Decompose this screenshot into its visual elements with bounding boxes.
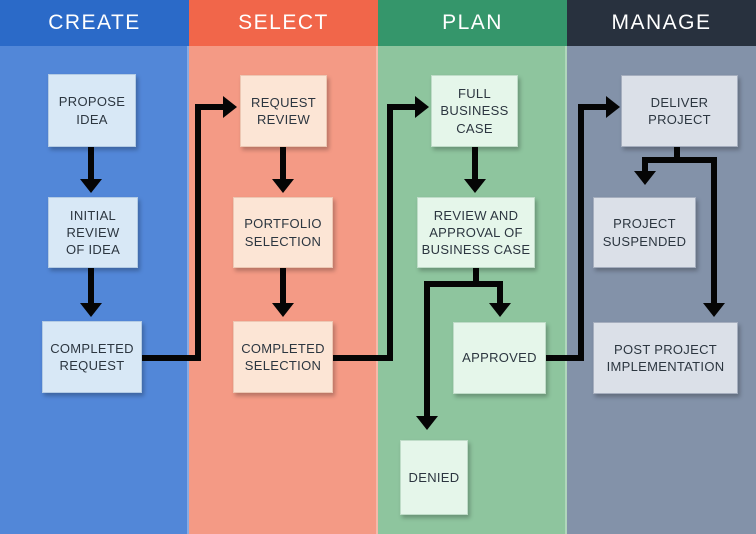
node-deliver-project: DELIVER PROJECT <box>621 75 738 147</box>
column-create-title: CREATE <box>48 11 141 34</box>
arrow-review-branch <box>424 281 503 287</box>
arrow-deliver-branch <box>674 147 680 163</box>
arrowhead-down-icon <box>703 303 725 317</box>
arrow-completed-selection-to-full-business-case <box>333 355 390 361</box>
column-select-title: SELECT <box>238 11 329 34</box>
node-full-business-case-label: FULL BUSINESS CASE <box>440 86 509 136</box>
arrow-propose-to-initial <box>88 147 94 179</box>
arrowhead-down-icon <box>464 179 486 193</box>
arrow-deliver-branch <box>642 157 717 163</box>
node-request-review: REQUEST REVIEW <box>240 75 327 147</box>
node-denied-label: DENIED <box>408 469 460 485</box>
node-initial-review-label: INITIAL REVIEW OF IDEA <box>65 207 121 258</box>
arrowhead-right-icon <box>415 96 429 118</box>
arrow-approved-to-deliver <box>584 104 606 110</box>
node-portfolio-selection-label: PORTFOLIO SELECTION <box>244 216 322 249</box>
arrow-approved-to-deliver <box>546 355 581 361</box>
arrow-deliver-to-suspended <box>642 157 648 171</box>
column-divider <box>565 46 567 534</box>
column-divider <box>187 46 189 534</box>
column-create-header: CREATE <box>0 0 189 46</box>
arrowhead-down-icon <box>272 179 294 193</box>
arrow-completed-request-to-request-review <box>195 104 201 361</box>
node-completed-request-label: COMPLETED REQUEST <box>50 340 134 373</box>
arrow-review-branch <box>473 268 479 287</box>
arrowhead-right-icon <box>223 96 237 118</box>
arrow-review-to-approved <box>497 281 503 303</box>
node-completed-request: COMPLETED REQUEST <box>42 321 142 393</box>
node-project-suspended: PROJECT SUSPENDED <box>593 197 696 268</box>
arrow-completed-selection-to-full-business-case <box>393 104 415 110</box>
arrowhead-down-icon <box>80 179 102 193</box>
node-propose-idea-label: PROPOSE IDEA <box>58 94 126 127</box>
arrow-approved-to-deliver <box>578 104 584 361</box>
arrowhead-down-icon <box>489 303 511 317</box>
node-propose-idea: PROPOSE IDEA <box>48 74 136 147</box>
node-portfolio-selection: PORTFOLIO SELECTION <box>233 197 333 268</box>
node-approved-label: APPROVED <box>462 350 537 366</box>
column-plan-header: PLAN <box>378 0 567 46</box>
node-post-project: POST PROJECT IMPLEMENTATION <box>593 322 738 394</box>
column-select-header: SELECT <box>189 0 378 46</box>
arrow-completed-request-to-request-review <box>201 104 223 110</box>
arrow-initial-to-completed-request <box>88 268 94 303</box>
column-manage-title: MANAGE <box>611 11 712 34</box>
node-request-review-label: REQUEST REVIEW <box>251 94 316 127</box>
node-review-approval: REVIEW AND APPROVAL OF BUSINESS CASE <box>417 197 535 268</box>
node-full-business-case: FULL BUSINESS CASE <box>431 75 518 147</box>
arrow-deliver-to-post-project <box>711 157 717 303</box>
arrow-request-review-to-portfolio <box>280 147 286 179</box>
column-divider <box>376 46 378 534</box>
arrow-review-to-denied <box>424 281 430 416</box>
arrowhead-right-icon <box>606 96 620 118</box>
arrow-full-business-case-to-review <box>472 147 478 179</box>
node-initial-review: INITIAL REVIEW OF IDEA <box>48 197 138 268</box>
node-deliver-project-label: DELIVER PROJECT <box>648 94 711 127</box>
node-approved: APPROVED <box>453 322 546 394</box>
node-denied: DENIED <box>400 440 468 515</box>
arrow-portfolio-to-completed-selection <box>280 268 286 303</box>
node-review-approval-label: REVIEW AND APPROVAL OF BUSINESS CASE <box>421 207 531 258</box>
node-completed-selection-label: COMPLETED SELECTION <box>241 340 325 373</box>
arrowhead-down-icon <box>416 416 438 430</box>
column-plan-title: PLAN <box>442 11 503 34</box>
arrow-completed-request-to-request-review <box>142 355 201 361</box>
node-post-project-label: POST PROJECT IMPLEMENTATION <box>606 341 725 374</box>
node-project-suspended-label: PROJECT SUSPENDED <box>602 216 687 249</box>
arrowhead-down-icon <box>272 303 294 317</box>
arrow-completed-selection-to-full-business-case <box>387 104 393 361</box>
arrowhead-down-icon <box>634 171 656 185</box>
node-completed-selection: COMPLETED SELECTION <box>233 321 333 393</box>
arrowhead-down-icon <box>80 303 102 317</box>
column-manage-header: MANAGE <box>567 0 756 46</box>
